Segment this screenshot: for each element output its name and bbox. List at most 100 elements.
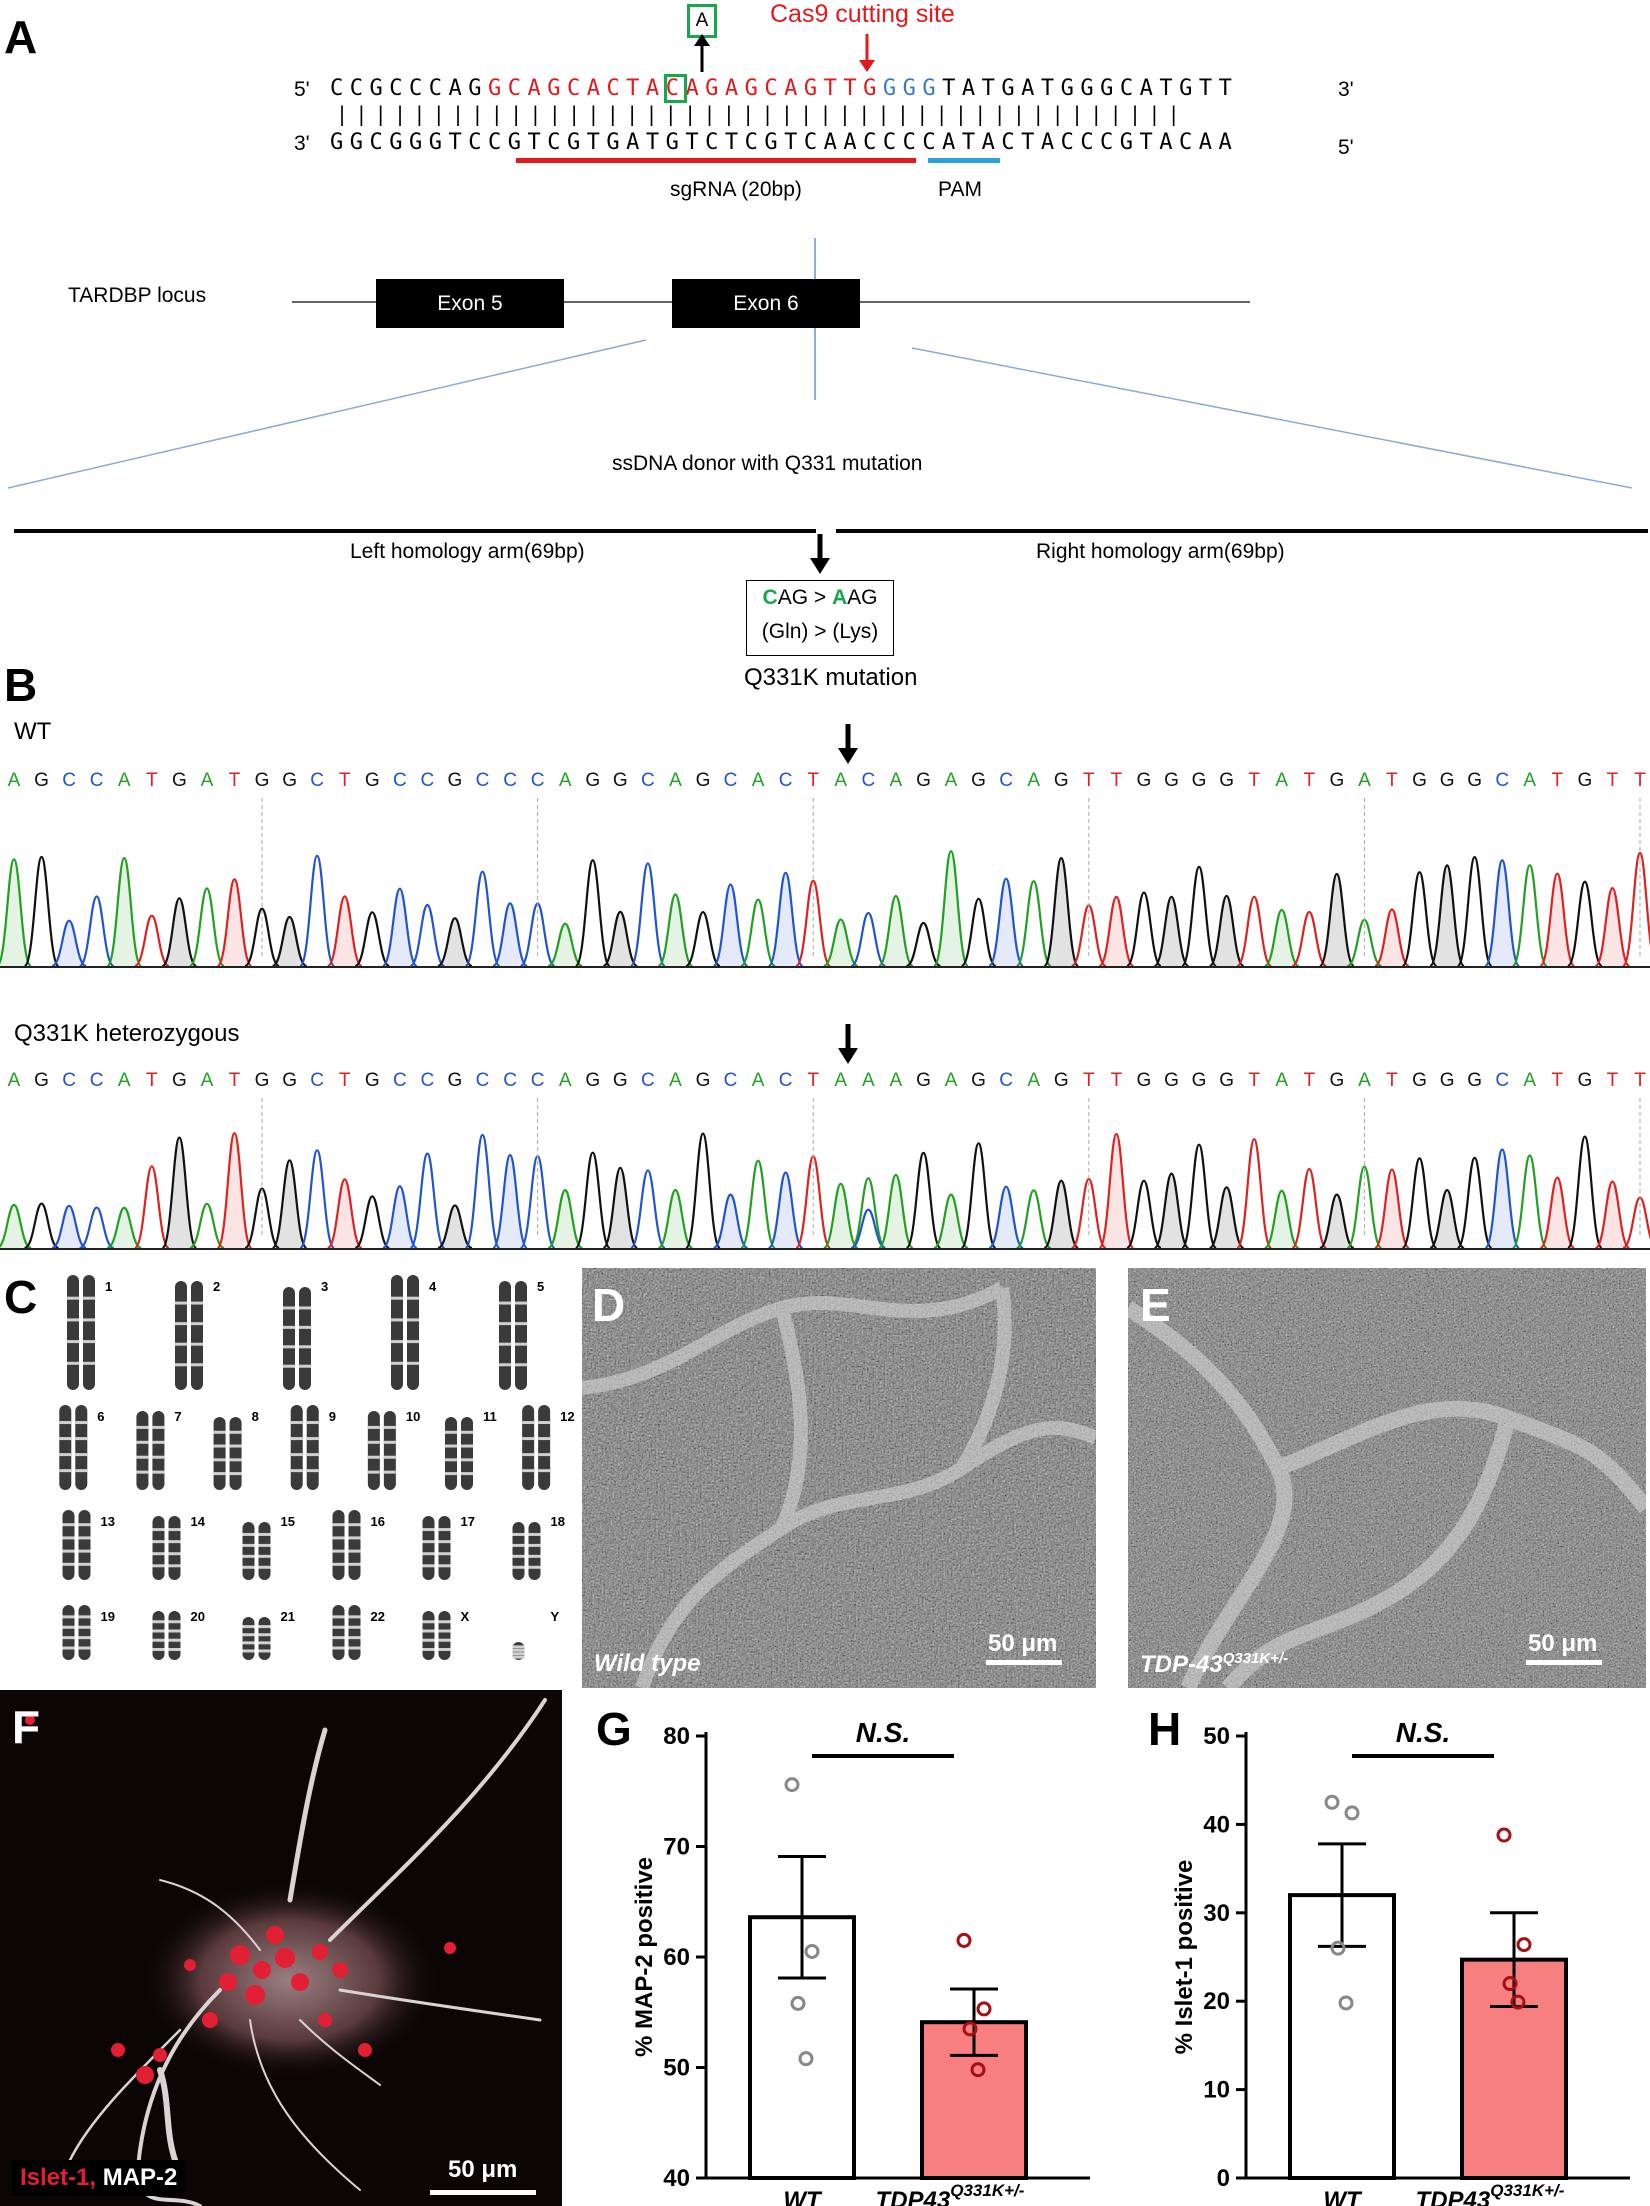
codon-change: CAG > AAG: [747, 581, 893, 615]
islet1-category-label: TDP43Q331K+/-: [1416, 2181, 1565, 2206]
pam-underline: [928, 158, 1000, 163]
wt-peak: [492, 902, 528, 968]
het-base-letter: G: [448, 1070, 463, 1091]
chromosome-pair: [445, 1417, 473, 1490]
codon-change-box: CAG > AAG (Gln) > (Lys): [746, 580, 894, 656]
het-peak: [1071, 1177, 1107, 1250]
wt-peak: [437, 917, 473, 968]
het-peak: [1043, 1179, 1079, 1250]
het-base-letter: G: [1192, 1070, 1207, 1091]
wt-base-letter: T: [1386, 770, 1398, 791]
wt-base-letter: C: [476, 770, 490, 791]
codon-end: AG: [847, 586, 878, 609]
het-peak: [1622, 1196, 1650, 1250]
chromosome-pair: [512, 1522, 541, 1580]
islet1-y-tick-label: 40: [1203, 1811, 1230, 1838]
chromosome-pair: [290, 1405, 319, 1490]
het-base-letter: G: [1412, 1070, 1427, 1091]
map2-y-tick-label: 50: [663, 2055, 690, 2082]
wt-base-letter: T: [339, 770, 351, 791]
panel-label-c: C: [4, 1271, 38, 1323]
codon-old-base: C: [762, 586, 778, 609]
wt-peak: [1208, 894, 1245, 968]
het-peak: [23, 1202, 60, 1250]
map2-data-point: [804, 1943, 820, 1959]
het-peak: [0, 1203, 32, 1250]
het-peak: [1016, 1189, 1052, 1250]
chromosome-number: 18: [551, 1514, 565, 1529]
chromosome-pair: [283, 1287, 311, 1390]
het-peak: [933, 1193, 969, 1250]
map-2-stain-label: MAP-2: [102, 2164, 178, 2191]
wt-peak: [629, 862, 667, 968]
wt-peak: [547, 922, 583, 968]
het-peak: [382, 1185, 418, 1250]
wt-position-arrow-icon: [838, 724, 858, 764]
het-peak: [1236, 1138, 1273, 1250]
islet1-y-tick-label: 10: [1203, 2077, 1230, 2104]
wt-base-letter: C: [421, 770, 435, 791]
wt-peak: [1621, 851, 1650, 968]
chromosome-pair: [422, 1516, 451, 1580]
islet1-y-tick-label: 50: [1203, 1723, 1230, 1750]
wt-base-letter: A: [834, 770, 847, 791]
map2-y-tick-label: 40: [663, 2165, 690, 2192]
wt-peak: [987, 877, 1025, 968]
wt-peak: [1071, 904, 1107, 968]
wt-base-letter: G: [1164, 770, 1179, 791]
wt-base-letter: A: [118, 770, 131, 791]
wt-peak: [1484, 859, 1521, 968]
wt-base-letter: G: [696, 770, 711, 791]
wt-base-letter: T: [1552, 770, 1564, 791]
islet-1-stain-label: Islet-1,: [20, 2164, 97, 2191]
map2-category-label: WT: [783, 2187, 823, 2206]
map2-data-point: [976, 2001, 992, 2017]
mutation-arrow-icon: [694, 34, 710, 72]
wt-base-letter: T: [146, 770, 158, 791]
wt-peak: [409, 903, 446, 968]
wt-peak: [1015, 880, 1052, 968]
panel-label-b: B: [4, 659, 38, 711]
wt-peak: [1594, 887, 1631, 968]
map2-data-point: [798, 2051, 814, 2067]
het-base-letter: G: [1054, 1070, 1069, 1091]
chromosome-number: 17: [461, 1514, 475, 1529]
het-base-letter: C: [310, 1070, 324, 1091]
wt-peak: [1236, 895, 1272, 968]
het-peak: [244, 1187, 280, 1250]
het-base-letter: C: [999, 1070, 1013, 1091]
het-peak: [464, 1133, 501, 1250]
wt-peak: [905, 921, 942, 968]
chromosome-pair: [152, 1516, 181, 1580]
wt-peak: [932, 850, 970, 968]
wt-base-letter: G: [1412, 770, 1427, 791]
wt-base-letter: T: [229, 770, 241, 791]
het-base-letter: T: [146, 1070, 158, 1091]
right-arm-label: Right homology arm(69bp): [1036, 540, 1285, 563]
map2-y-tick-label: 70: [663, 1834, 690, 1861]
panel-label-a: A: [4, 11, 38, 63]
het-peak: [822, 1182, 859, 1250]
wt-peak: [712, 883, 749, 968]
chromosome-pair: [522, 1405, 551, 1490]
het-peak: [905, 1151, 942, 1250]
wt-base-letter: G: [1440, 770, 1455, 791]
het-base-letter: A: [890, 1070, 903, 1091]
het-secondary-peak: [850, 1208, 886, 1250]
map2-category-label: TDP43Q331K+/-: [876, 2181, 1025, 2206]
tdp43-label-sup: Q331K+/-: [1222, 1650, 1289, 1667]
wt-base-letter: T: [1111, 770, 1123, 791]
chromosome-number: 11: [483, 1409, 497, 1424]
wt-peak: [1264, 908, 1300, 968]
wt-peak: [574, 859, 611, 968]
het-base-letter: A: [559, 1070, 572, 1091]
wt-base-letter: T: [807, 770, 819, 791]
chromosome-number: 21: [281, 1609, 295, 1624]
donor-label: ssDNA donor with Q331 mutation: [612, 452, 923, 475]
wt-peak: [271, 915, 308, 968]
wt-peak: [795, 879, 832, 968]
islet1-data-point: [1344, 1805, 1360, 1821]
